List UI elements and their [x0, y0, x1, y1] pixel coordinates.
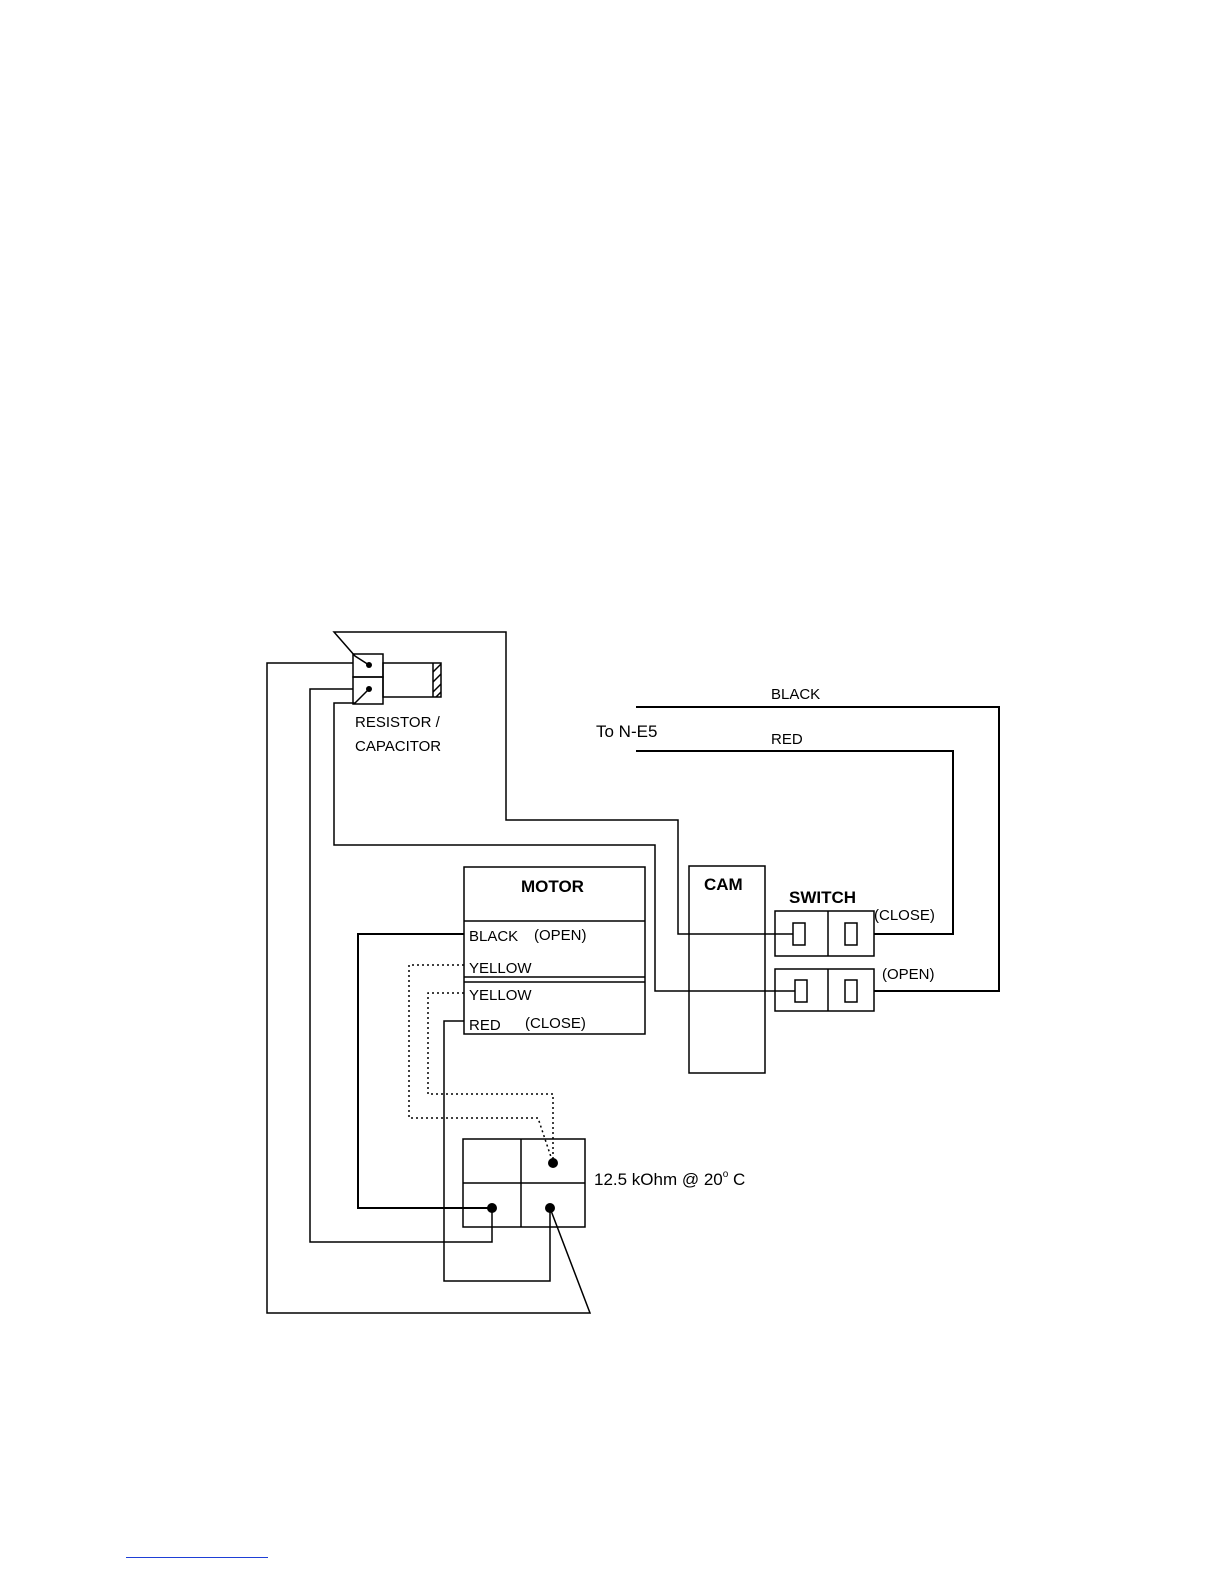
- wire-resistor-bottom-to-switch-open: [334, 689, 795, 991]
- resistance-spec-suffix: C: [728, 1170, 745, 1189]
- cam-component: CAM: [689, 866, 765, 1073]
- external-black-label: BLACK: [771, 686, 820, 703]
- resistance-spec-prefix: 12.5 kOhm @ 20: [594, 1170, 723, 1189]
- external-connection: To N-E5 BLACK RED: [596, 686, 820, 748]
- switch-close-contact-left: [793, 923, 805, 945]
- cam-box: [689, 866, 765, 1073]
- switch-close-label: (CLOSE): [874, 907, 935, 924]
- resistor-capacitor-component: RESISTOR / CAPACITOR: [353, 654, 441, 755]
- wire-external-black: [636, 707, 999, 991]
- switch-component: SWITCH (CLOSE) (OPEN): [775, 888, 935, 1011]
- switch-title: SWITCH: [789, 888, 856, 907]
- motor-close-label: (CLOSE): [525, 1015, 586, 1032]
- switch-open-contact-right: [845, 980, 857, 1002]
- switch-open-label: (OPEN): [882, 966, 935, 983]
- motor-open-label: (OPEN): [534, 927, 587, 944]
- to-ne5-label: To N-E5: [596, 722, 657, 741]
- switch-open-contact-left: [795, 980, 807, 1002]
- switch-close-contact-right: [845, 923, 857, 945]
- motor-component: MOTOR BLACK (OPEN) YELLOW YELLOW RED (CL…: [464, 867, 645, 1034]
- motor-wire-yellow-label-1: YELLOW: [469, 960, 532, 977]
- motor-wire-yellow-label-2: YELLOW: [469, 987, 532, 1004]
- resistor-label-line1: RESISTOR /: [355, 714, 441, 731]
- terminal-block-component: 12.5 kOhm @ 20o C: [463, 1139, 745, 1227]
- motor-wire-black-label: BLACK: [469, 928, 518, 945]
- resistance-spec-label: 12.5 kOhm @ 20o C: [594, 1169, 745, 1189]
- resistor-label-line2: CAPACITOR: [355, 738, 441, 755]
- cam-title: CAM: [704, 875, 743, 894]
- wire-outer-loop: [267, 663, 590, 1313]
- motor-wire-red-label: RED: [469, 1017, 501, 1034]
- footnote-separator: [126, 1557, 268, 1558]
- switch-open-housing: [775, 969, 874, 1011]
- motor-title: MOTOR: [521, 877, 584, 896]
- external-red-label: RED: [771, 731, 803, 748]
